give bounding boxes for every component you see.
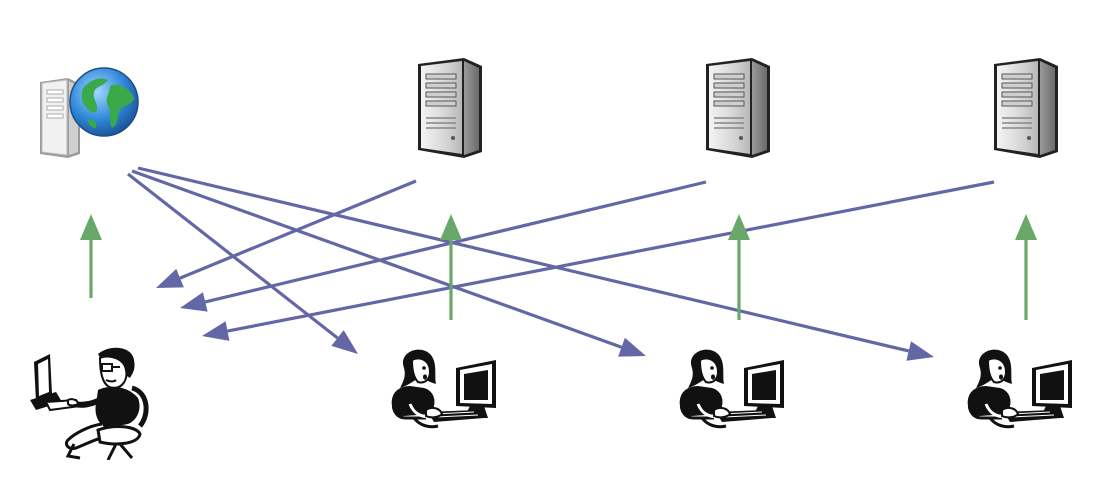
upward-arrow-head xyxy=(1015,214,1037,240)
edges xyxy=(80,166,1037,361)
server-tower-icon xyxy=(417,57,483,159)
woman-at-computer-icon xyxy=(678,348,786,429)
upward-arrow xyxy=(728,214,750,320)
woman-at-computer-icon xyxy=(966,348,1074,429)
server-tower-icon xyxy=(993,57,1059,159)
web-server-to-user-arrow xyxy=(131,169,646,357)
web-server-to-user-arrow-head xyxy=(331,330,358,354)
woman-at-computer-icon xyxy=(390,348,498,429)
web-server-to-user-arrow-head xyxy=(618,337,646,357)
upward-arrow-head xyxy=(80,214,102,240)
server-to-attacker-arrow-line xyxy=(179,179,417,280)
server-to-attacker-arrow xyxy=(202,180,995,341)
web-server-to-user-arrow xyxy=(137,166,934,361)
server-to-attacker-arrow xyxy=(156,179,417,288)
upward-arrow xyxy=(1015,214,1037,320)
upward-arrow xyxy=(80,214,102,298)
upward-arrow xyxy=(440,214,462,320)
upward-arrow-head xyxy=(728,214,750,240)
server-to-attacker-arrow-line xyxy=(204,180,707,304)
server-to-attacker-arrow xyxy=(180,180,707,312)
web-server-to-user-arrow-head xyxy=(906,341,934,361)
man-at-computer-icon xyxy=(30,348,146,460)
server-to-attacker-arrow-head xyxy=(156,268,184,288)
web-server-to-user-arrow-line xyxy=(137,166,910,353)
web-server-to-user-arrow-line xyxy=(131,169,623,349)
server-to-attacker-arrow-head xyxy=(202,321,230,341)
upward-arrow-head xyxy=(440,214,462,240)
web-server-globe-icon xyxy=(39,67,139,158)
server-to-attacker-arrow-line xyxy=(227,180,995,333)
server-to-attacker-arrow-head xyxy=(180,292,208,312)
server-tower-icon xyxy=(705,57,771,159)
